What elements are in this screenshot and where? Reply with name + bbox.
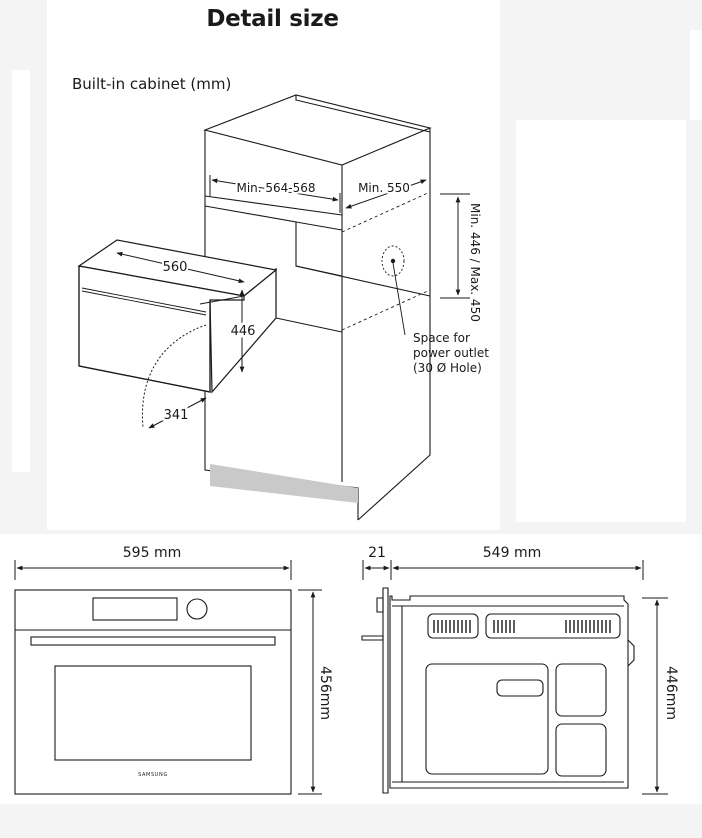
left-strip xyxy=(12,70,30,472)
outlet-label-line1: Space for xyxy=(413,331,470,345)
samsung-logo: SAMSUNG xyxy=(138,772,168,778)
side-height-label: 446mm xyxy=(663,666,679,720)
outlet-label-line3: (30 Ø Hole) xyxy=(413,361,482,375)
front-view xyxy=(14,589,292,795)
front-dimension-lines xyxy=(14,560,322,795)
side-depth-label: 549 mm xyxy=(483,545,541,561)
door-swing-label: 341 xyxy=(164,408,189,423)
page-title: Detail size xyxy=(206,6,339,32)
side-vent-slots xyxy=(433,620,611,633)
cabinet-width-label: Min. 564-568 xyxy=(236,181,315,195)
diagram-subtitle: Built-in cabinet (mm) xyxy=(72,75,232,93)
cabinet-depth-label: Min. 550 xyxy=(358,181,410,195)
side-dimension-lines xyxy=(362,560,668,795)
outlet-label-line2: power outlet xyxy=(413,346,489,360)
right-top-strip xyxy=(690,30,702,120)
cabinet-dimension-lines xyxy=(209,175,470,299)
side-view xyxy=(361,587,635,794)
front-width-label: 595 mm xyxy=(123,545,181,561)
oven-height-label: 446 xyxy=(231,324,256,339)
right-panel xyxy=(516,120,686,522)
side-door-depth-label: 21 xyxy=(368,545,386,561)
oven-width-label: 560 xyxy=(163,260,188,275)
cabinet-height-label: Min. 446 / Max. 450 xyxy=(468,203,482,322)
front-height-label: 456mm xyxy=(317,666,333,720)
oven-dimension-lines xyxy=(116,251,245,429)
